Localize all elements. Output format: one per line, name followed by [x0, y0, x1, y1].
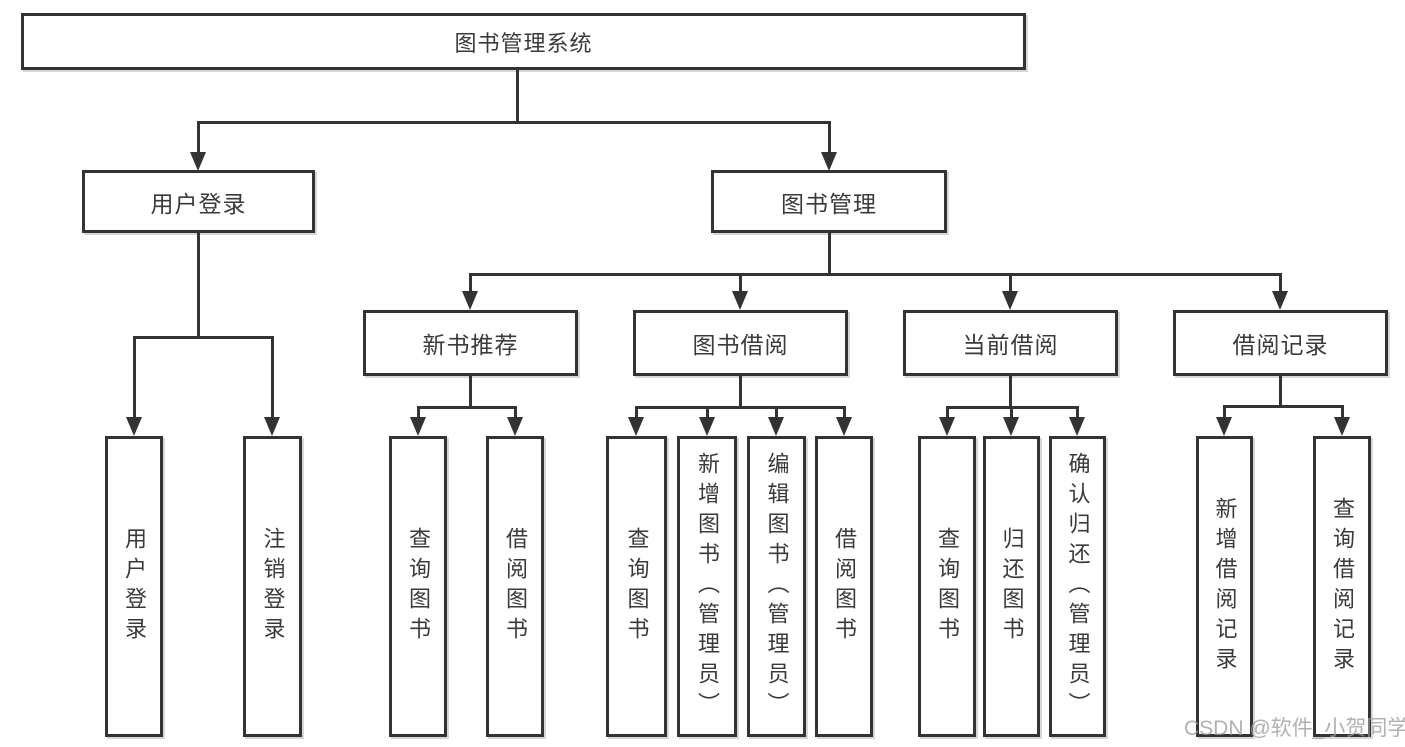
leaf-recommend-borrow-books-label: 借阅图书	[503, 526, 528, 647]
leaf-current-return-books-label: 归还图书	[999, 526, 1025, 647]
csdn-watermark: CSDN @软件_小贺同学	[1184, 717, 1405, 740]
leaf-recommend-query-books: 查询图书	[389, 436, 447, 737]
arrow-down	[1002, 291, 1018, 310]
connector-line	[775, 406, 778, 419]
arrow-down	[1003, 417, 1019, 436]
leaf-records-query-record: 查询借阅记录	[1313, 436, 1371, 737]
leaf-borrowing-add-books-admin-label: 新增图书（管理员）	[695, 451, 720, 722]
connector-line	[197, 233, 200, 336]
connector-line	[133, 336, 136, 419]
connector-line	[514, 406, 517, 419]
node-book-borrowing-label: 图书借阅	[692, 332, 789, 358]
connector-line	[516, 68, 519, 121]
connector-line	[1223, 405, 1344, 408]
connector-line	[469, 376, 472, 406]
connector-line	[1076, 406, 1079, 419]
connector-line	[1279, 376, 1282, 405]
arrow-down	[732, 291, 748, 310]
connector-line	[828, 233, 831, 273]
node-new-book-recommend-label: 新书推荐	[422, 332, 519, 358]
leaf-borrowing-borrow-books-label: 借阅图书	[832, 526, 857, 647]
arrow-down	[507, 417, 523, 436]
node-new-book-recommend: 新书推荐	[363, 310, 578, 376]
connector-line	[417, 406, 420, 419]
connector-line	[706, 406, 709, 419]
connector-line	[739, 273, 742, 293]
connector-line	[1279, 273, 1282, 293]
connector-line	[197, 121, 831, 124]
arrow-down	[699, 417, 715, 436]
node-root: 图书管理系统	[21, 13, 1026, 70]
leaf-borrowing-query-books-label: 查询图书	[624, 526, 650, 647]
arrow-down	[1069, 417, 1085, 436]
connector-line	[1009, 273, 1012, 293]
leaf-current-query-books-label: 查询图书	[935, 526, 960, 647]
connector-line	[1341, 405, 1344, 419]
leaf-records-add-record: 新增借阅记录	[1196, 436, 1253, 737]
connector-line	[946, 406, 949, 419]
leaf-current-confirm-return-admin-label: 确认归还（管理员）	[1065, 451, 1091, 722]
connector-line	[635, 406, 845, 409]
node-current-borrowing-label: 当前借阅	[962, 332, 1059, 358]
arrow-down	[126, 417, 142, 436]
leaf-borrowing-edit-books-admin: 编辑图书（管理员）	[747, 436, 806, 737]
arrow-down	[410, 417, 426, 436]
arrow-down	[1272, 291, 1288, 310]
node-borrowing-records: 借阅记录	[1173, 310, 1388, 376]
arrow-down	[264, 417, 280, 436]
connector-line	[1009, 376, 1012, 406]
leaf-borrowing-borrow-books: 借阅图书	[815, 436, 873, 737]
arrow-down	[190, 152, 206, 171]
node-borrowing-records-label: 借阅记录	[1232, 332, 1329, 358]
leaf-records-add-record-label: 新增借阅记录	[1212, 496, 1238, 677]
leaf-recommend-borrow-books: 借阅图书	[486, 436, 544, 737]
connector-line	[271, 336, 274, 419]
connector-line	[197, 121, 200, 154]
connector-line	[417, 406, 517, 409]
connector-line	[1010, 406, 1013, 419]
leaf-current-return-books: 归还图书	[983, 436, 1040, 737]
connector-line	[635, 406, 638, 419]
arrow-down	[628, 417, 644, 436]
leaf-logout: 注销登录	[243, 436, 302, 737]
connector-line	[133, 336, 274, 339]
leaf-current-query-books: 查询图书	[918, 436, 976, 737]
leaf-current-confirm-return-admin: 确认归还（管理员）	[1049, 436, 1106, 737]
node-book-management-label: 图书管理	[781, 190, 877, 217]
leaf-records-query-record-label: 查询借阅记录	[1330, 496, 1355, 677]
arrow-down	[1216, 417, 1232, 436]
leaf-borrowing-query-books: 查询图书	[606, 436, 667, 737]
node-book-management: 图书管理	[711, 170, 947, 233]
connector-line	[469, 273, 472, 293]
arrow-down	[1334, 417, 1350, 436]
node-root-label: 图书管理系统	[454, 30, 593, 56]
leaf-borrowing-add-books-admin: 新增图书（管理员）	[677, 436, 737, 737]
node-book-borrowing: 图书借阅	[633, 310, 848, 376]
node-user-login-label: 用户登录	[150, 190, 247, 217]
leaf-borrowing-edit-books-admin-label: 编辑图书（管理员）	[764, 451, 790, 722]
arrow-down	[462, 291, 478, 310]
connector-line	[828, 121, 831, 154]
connector-line	[843, 406, 846, 419]
leaf-recommend-query-books-label: 查询图书	[406, 526, 431, 647]
arrow-down	[821, 152, 837, 171]
connector-line	[469, 273, 1282, 276]
arrow-down	[768, 417, 784, 436]
node-user-login: 用户登录	[82, 170, 315, 233]
connector-line	[1223, 405, 1226, 419]
connector-line	[739, 376, 742, 406]
leaf-logout-label: 注销登录	[260, 526, 286, 647]
node-current-borrowing: 当前借阅	[903, 310, 1118, 376]
arrow-down	[836, 417, 852, 436]
leaf-user-login-label: 用户登录	[122, 526, 147, 647]
leaf-user-login: 用户登录	[105, 436, 163, 737]
arrow-down	[939, 417, 955, 436]
